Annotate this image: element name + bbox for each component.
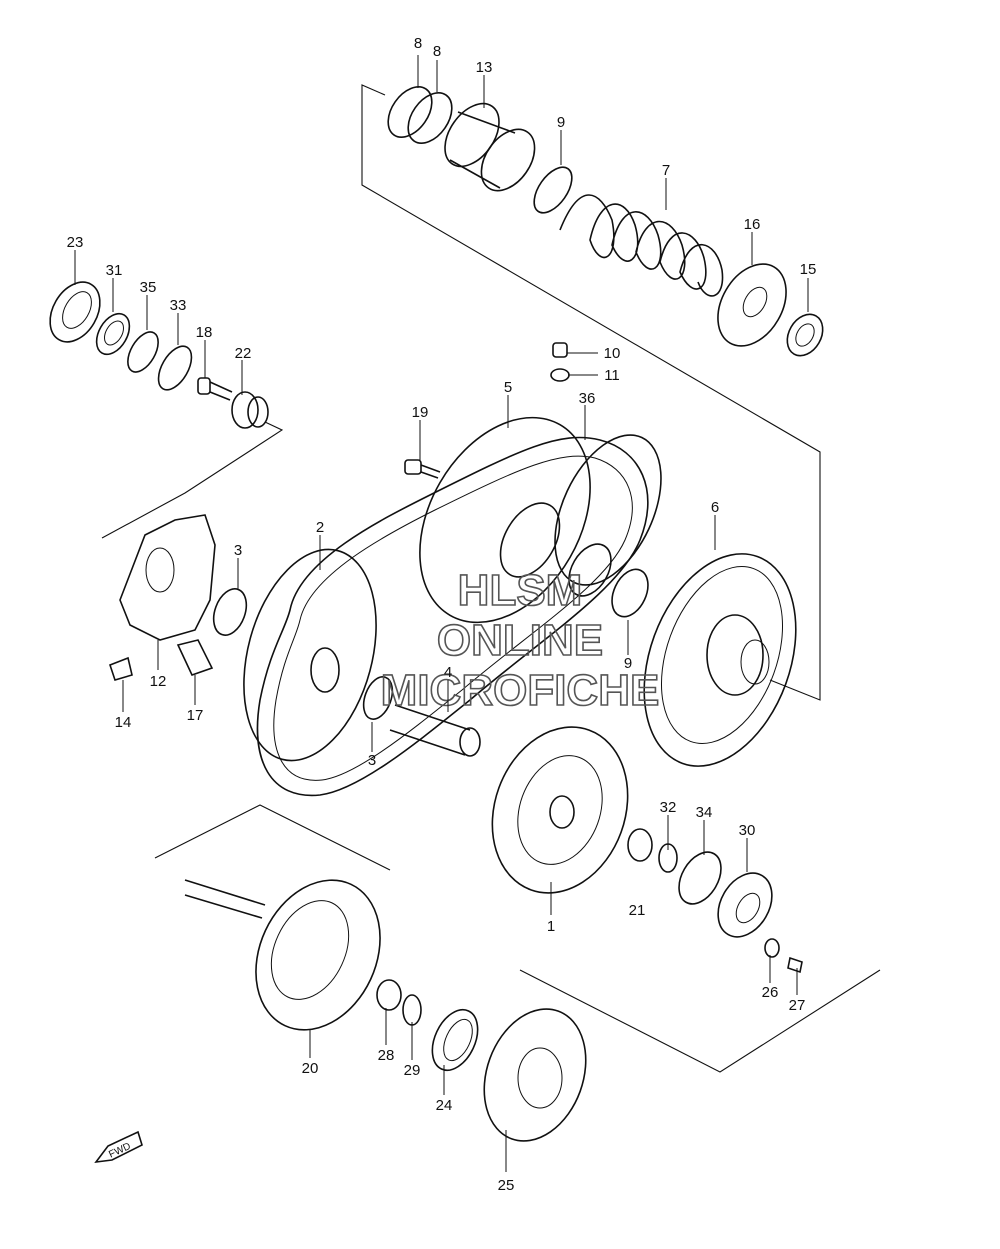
guide-sleeve-13 [444,102,536,192]
washer-35 [127,331,159,373]
screw-27 [787,956,803,974]
washer-29 [402,994,422,1026]
callout-36: 36 [579,390,596,407]
spring-7 [559,194,724,297]
frame-upper-bracket [361,84,821,701]
callout-18: 18 [196,324,213,341]
callout-29: 29 [404,1062,421,1079]
driven-face-5 [419,416,591,624]
callout-7: 7 [662,162,670,179]
watermark-line-3: MICROFICHE [381,666,660,715]
spring-seat-16 [717,263,787,347]
callout-24: 24 [436,1097,453,1114]
collar-21 [627,828,653,862]
frame-lower-bracket [154,804,881,1073]
one-way-clutch-24 [431,1008,479,1072]
callout-27: 27 [789,997,806,1014]
callout-2: 2 [316,519,324,536]
watermark: HLSM ONLINE MICROFICHE [380,565,660,716]
callout-31: 31 [106,262,123,279]
callout-35: 35 [140,279,157,296]
collar-22 [231,391,269,429]
bearing-31 [95,312,131,356]
driven-face-hub [499,502,612,597]
callout-26: 26 [762,984,779,1001]
callout-21: 21 [629,902,646,919]
callout-22: 22 [235,345,252,362]
leader-lines [74,55,809,1172]
snap-ring-8a [387,86,433,138]
washer-9b [611,568,649,618]
callout-14: 14 [115,714,132,731]
washer-33 [157,345,193,391]
slider-14 [109,656,133,681]
bolt-19 [404,459,441,479]
callout-33: 33 [170,297,187,314]
callout-11: 11 [604,367,620,384]
callout-19: 19 [412,404,429,421]
callout-9a: 9 [557,114,565,131]
callout-16: 16 [744,216,761,233]
callout-1: 1 [547,918,555,935]
callout-3b: 3 [368,752,376,769]
washer-3a [212,588,248,636]
nut-15 [786,313,824,357]
callout-8b: 8 [433,43,441,60]
clutch-assembly-25 [483,1008,587,1142]
watermark-line-1: HLSM [458,566,583,615]
callout-13: 13 [476,59,493,76]
callout-32: 32 [660,799,677,816]
callout-4: 4 [444,664,452,681]
clutch-pulley-6 [643,553,797,767]
drive-belt-2 [256,436,649,797]
washer-26 [764,938,780,958]
callout-17: 17 [187,707,204,724]
washer-3b [362,676,394,720]
oil-seal-23 [49,281,101,343]
callout-10: 10 [604,345,621,362]
callout-5: 5 [504,379,512,396]
drive-pulley-face-36 [554,434,662,586]
callout-12: 12 [150,673,167,690]
callout-9b: 9 [624,655,632,672]
roller-11 [550,368,570,382]
movable-drive-face-12 [119,514,216,641]
drive-shaft-4 [389,704,481,757]
fan-drive-face-1 [491,726,629,894]
snap-ring-8b [407,92,453,144]
fixed-drive-face-body [243,548,377,762]
clutch-housing-shaft-20 [184,879,381,1031]
callout-23: 23 [67,234,84,251]
callout-30: 30 [739,822,756,839]
callout-34: 34 [696,804,713,821]
callout-15: 15 [800,261,817,278]
callout-8a: 8 [414,35,422,52]
callout-3a: 3 [234,542,242,559]
spacer-17 [176,639,214,676]
callout-20: 20 [302,1060,319,1077]
frame-left-bracket [101,421,284,539]
callout-28: 28 [378,1047,395,1064]
snap-ring-9a [533,166,573,214]
callout-25: 25 [498,1177,515,1194]
callout-6: 6 [711,499,719,516]
watermark-line-2: ONLINE [437,616,603,665]
nut-28 [376,979,402,1011]
fwd-arrow-icon: FWD [94,1130,143,1164]
bolt-18 [197,377,233,401]
bearing-30 [717,872,773,938]
callout-labels: 8 8 13 9 7 16 15 23 31 35 33 18 22 10 11… [67,35,817,1194]
seal-34 [678,851,722,905]
pin-10 [552,342,568,358]
